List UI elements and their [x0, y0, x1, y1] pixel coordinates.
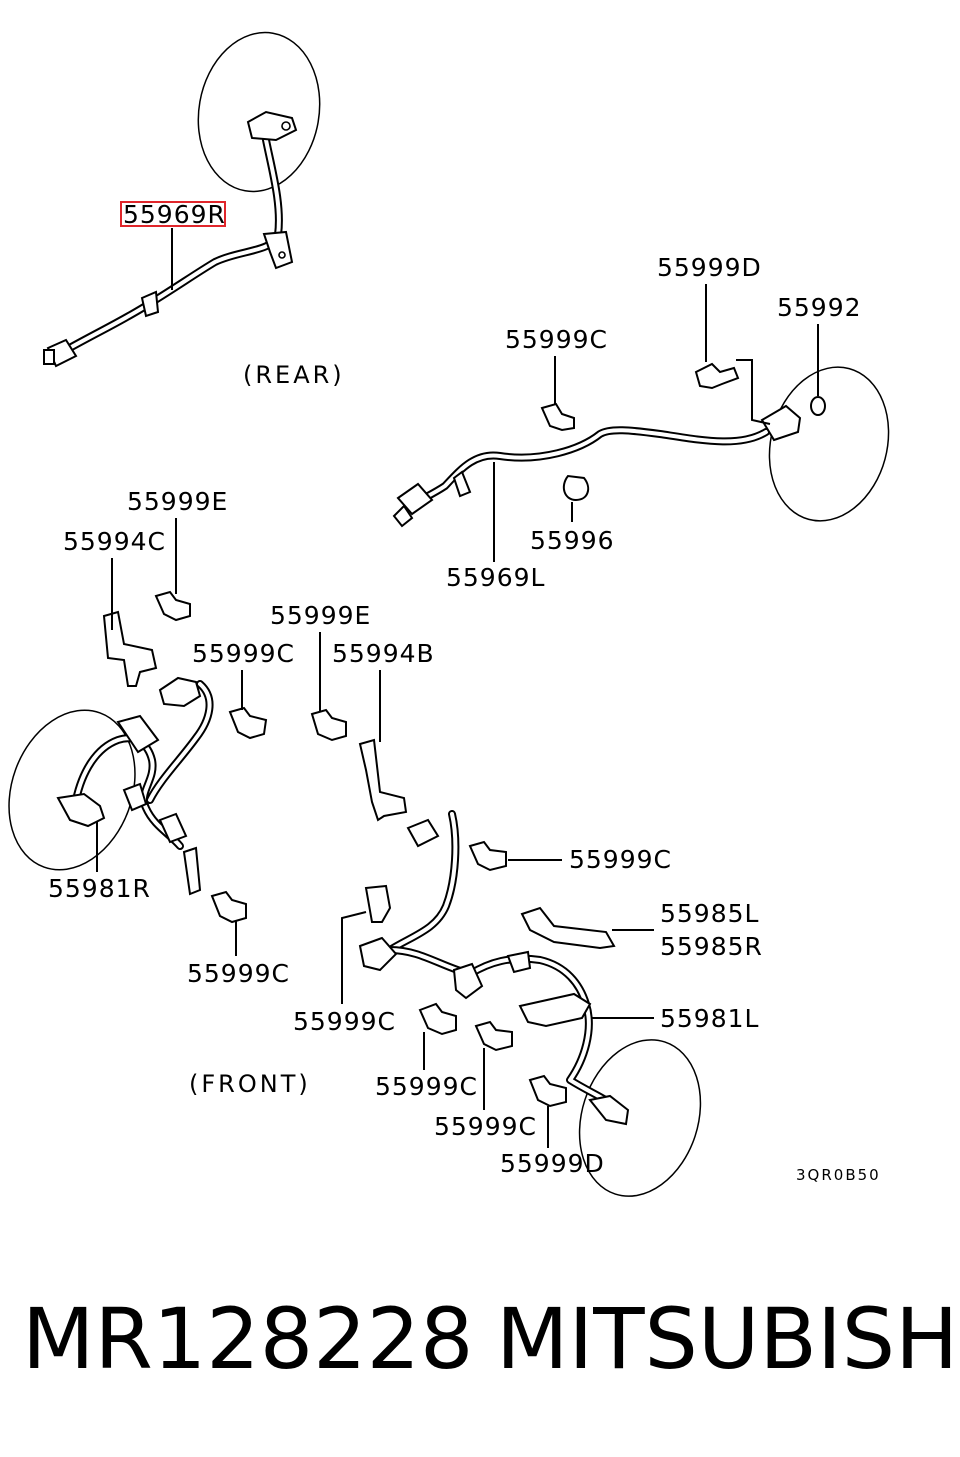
rear-right-sensor-assembly: [43, 31, 321, 368]
label-55999D-top: 55999D: [657, 253, 762, 282]
rear-left-clip: [452, 470, 472, 498]
front-right-sensor-head: [56, 792, 106, 828]
bolt-55999D-top: [694, 362, 740, 390]
footer-brand: MITSUBISHI: [496, 1290, 960, 1388]
front-left-sensor-head: [588, 1094, 630, 1126]
label-55999C-d: 55999C: [293, 1007, 396, 1036]
bolt-55999E-mid: [310, 708, 347, 742]
footer-part-number: MR128228: [22, 1290, 474, 1388]
bolt-55999C-f: [474, 1020, 513, 1052]
bolt-55999C-a: [228, 706, 268, 740]
label-55985R: 55985R: [660, 932, 763, 961]
section-rear: (REAR): [243, 361, 345, 389]
bolt-55999E-left: [154, 590, 191, 622]
label-55999C-top: 55999C: [505, 325, 608, 354]
bolt-55999C-e: [418, 1002, 457, 1036]
section-front: (FRONT): [189, 1070, 311, 1098]
label-55981R: 55981R: [48, 874, 151, 903]
front-right-connector: [158, 676, 202, 708]
label-55999E-mid: 55999E: [270, 601, 371, 630]
front-right-sensor-assembly: [8, 590, 268, 924]
bolt-55999C-d: [364, 884, 392, 923]
rear-right-bracket-clip: [262, 230, 294, 270]
o-ring-55992: [810, 396, 826, 416]
front-left-sensor-assembly: [310, 708, 702, 1197]
label-55999C-c: 55999C: [569, 845, 672, 874]
label-55999D-bottom: 55999D: [500, 1149, 605, 1178]
label-55985L: 55985L: [660, 899, 759, 928]
label-55969L: 55969L: [446, 563, 545, 592]
bolt-55999D-bottom: [528, 1074, 567, 1108]
front-right-disc: [8, 709, 136, 871]
bracket-55994B: [358, 738, 408, 822]
rear-right-disc: [197, 31, 321, 193]
diagram-code: 3QR0B50: [796, 1166, 881, 1184]
bracket-55985: [520, 906, 616, 950]
label-55996: 55996: [530, 526, 615, 555]
bolt-55999C-b: [210, 890, 247, 924]
label-55992: 55992: [777, 293, 862, 322]
rear-right-grommet: [140, 290, 160, 318]
label-55999C-a: 55999C: [192, 639, 295, 668]
front-right-bracket: [182, 846, 202, 896]
label-55994B: 55994B: [332, 639, 435, 668]
rear-left-sensor-assembly: [392, 362, 890, 528]
rear-left-connector: [396, 482, 434, 516]
bolt-55999C-c: [468, 840, 507, 872]
label-55999E-left: 55999E: [127, 487, 228, 516]
label-55999C-e: 55999C: [375, 1072, 478, 1101]
highlight-55969R: [120, 201, 226, 227]
label-55981L: 55981L: [660, 1004, 759, 1033]
label-55999C-b: 55999C: [187, 959, 290, 988]
front-left-connector: [406, 818, 440, 848]
rear-left-sensor-head: [760, 404, 802, 442]
rear-right-sensor-head: [246, 110, 298, 142]
rear-left-disc: [768, 366, 890, 522]
label-55999C-f: 55999C: [434, 1112, 537, 1141]
bolt-55999C-top: [540, 402, 575, 432]
label-55994C: 55994C: [63, 527, 166, 556]
bracket-55994C: [102, 610, 158, 687]
clamp-55996: [562, 474, 590, 502]
front-left-disc: [578, 1039, 702, 1197]
label-55969R: 55969R: [123, 200, 226, 229]
